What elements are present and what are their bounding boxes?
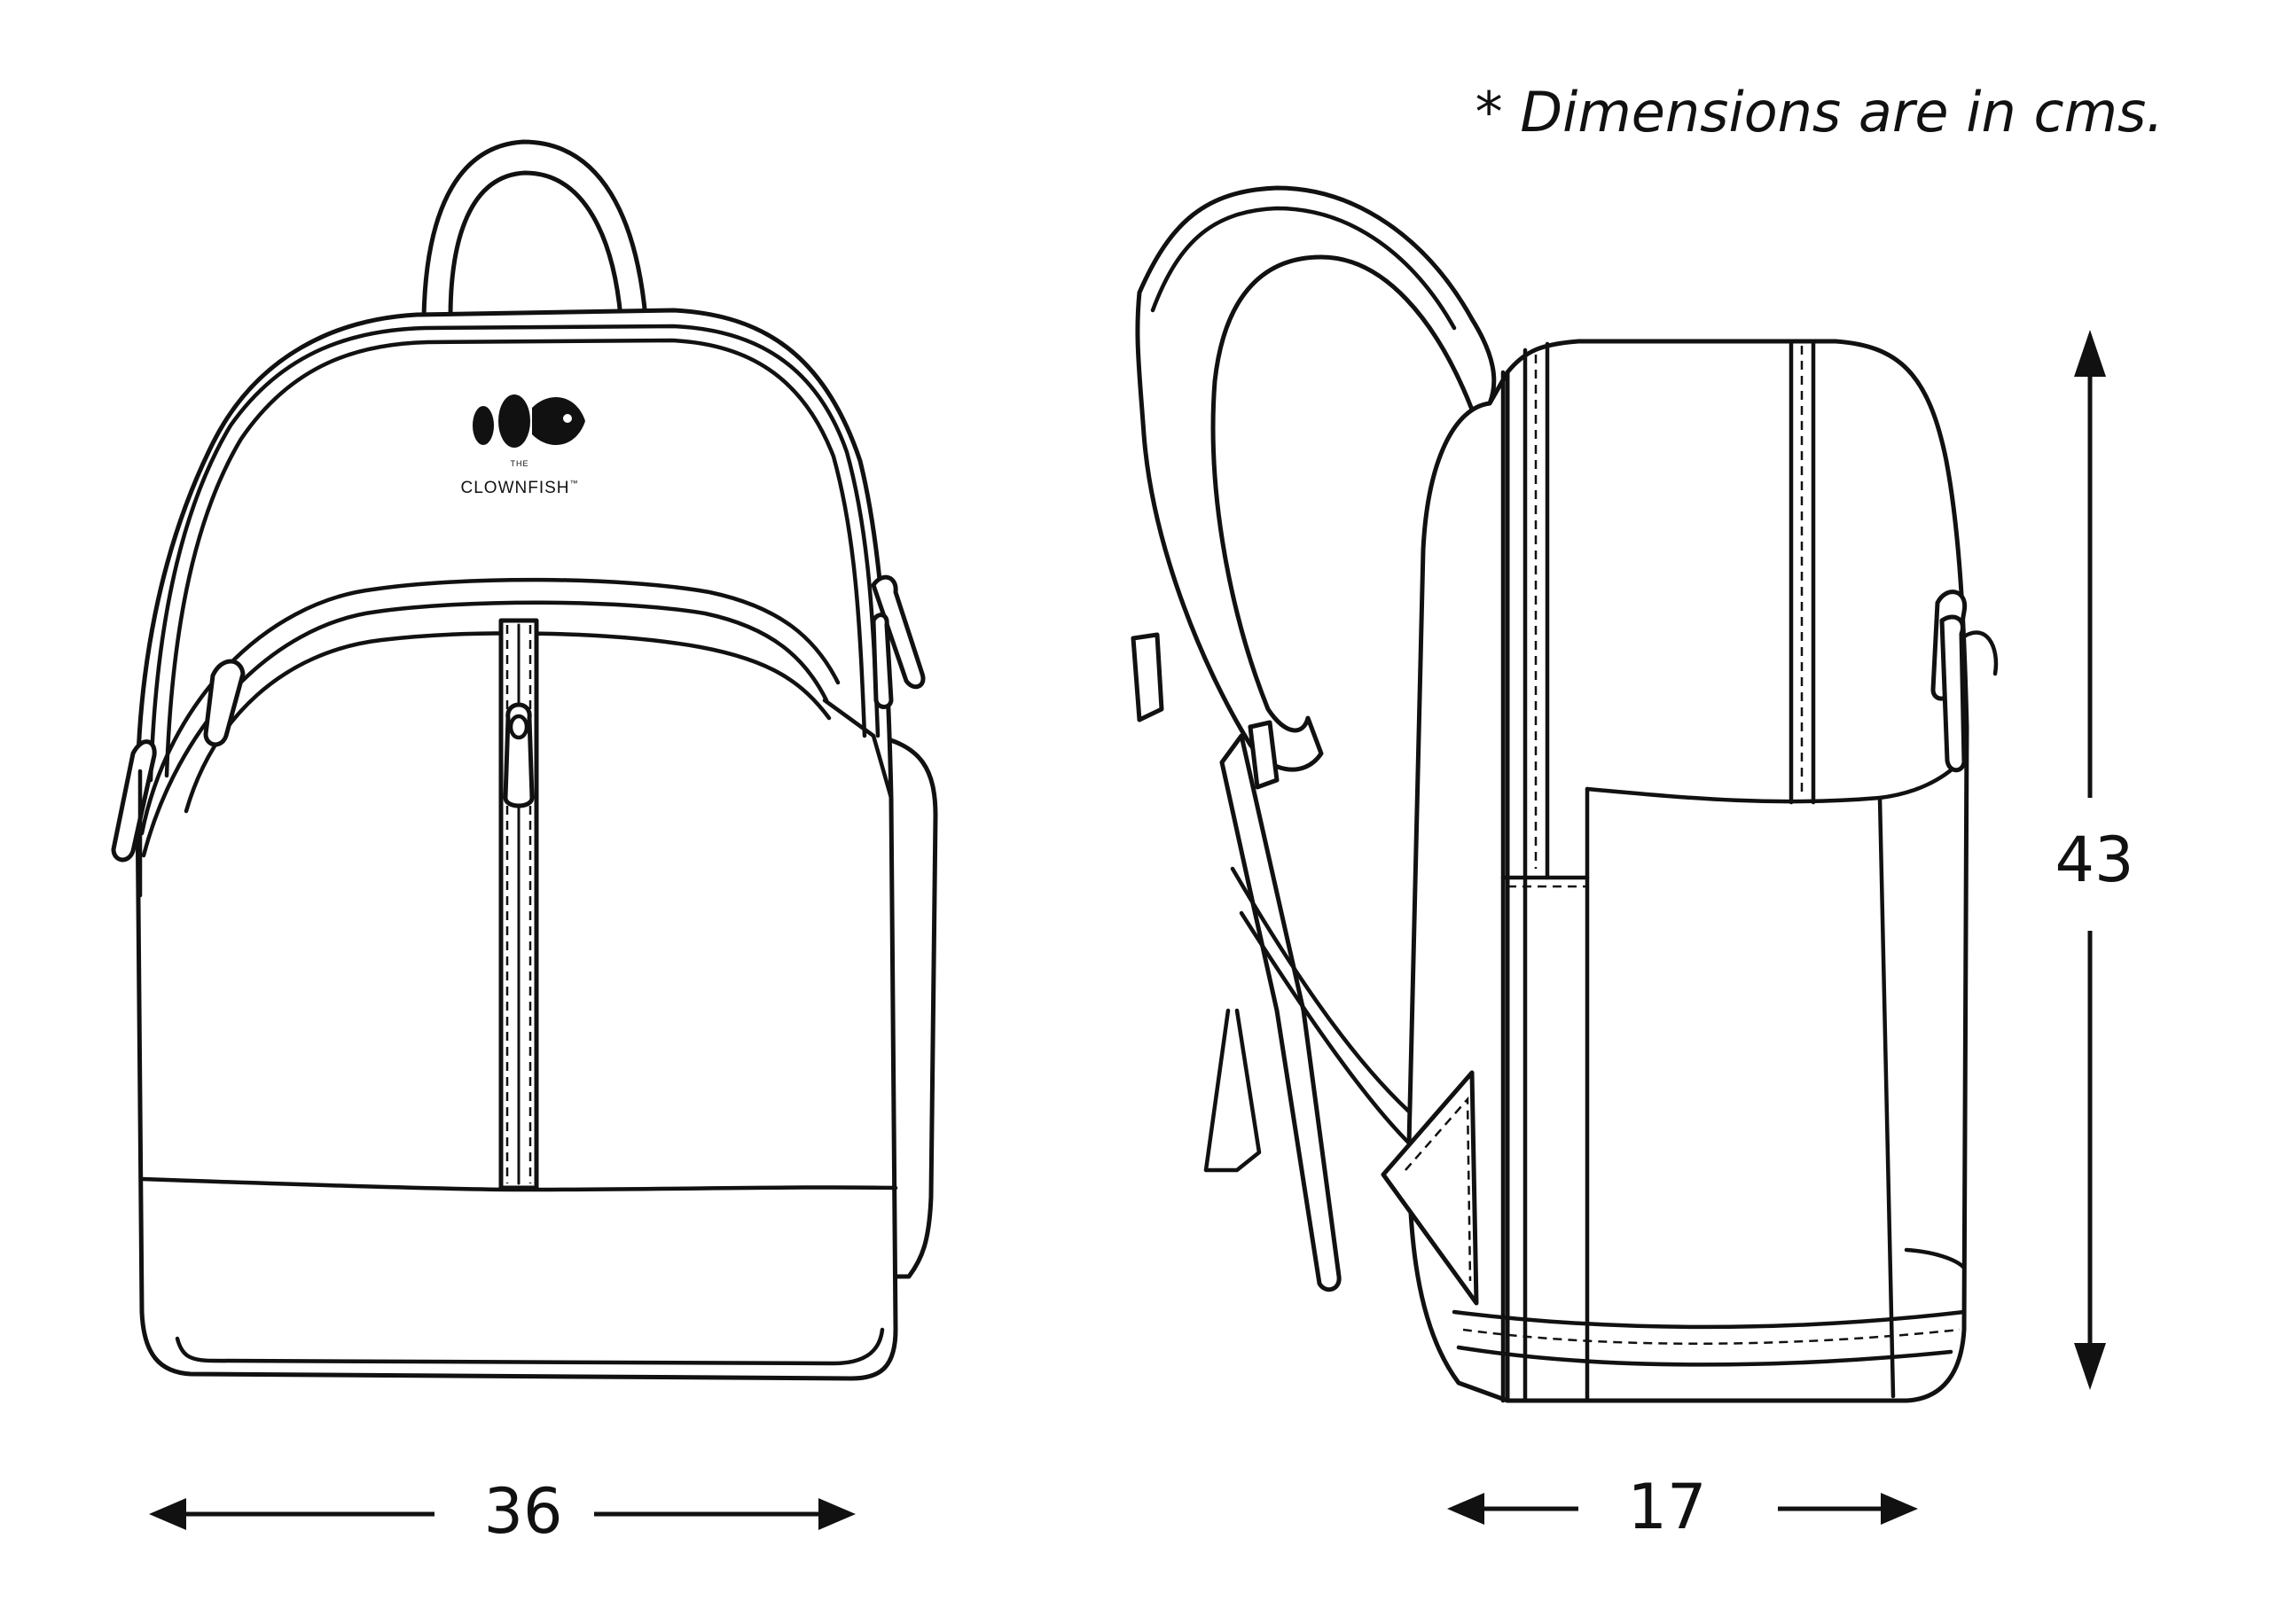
logo-brand: CLOWNFISH: [460, 479, 570, 497]
logo-wordmark: THE CLOWNFISH™: [431, 459, 608, 498]
side-body: [1505, 339, 1969, 1403]
width-arrow: [149, 1498, 856, 1530]
clownfish-logo: [473, 394, 585, 448]
left-zipper-pull-lower: [111, 739, 157, 863]
width-label: 36: [483, 1475, 563, 1548]
side-view: [1131, 185, 1999, 1403]
side-upper-panel: [1585, 760, 1962, 804]
strap-buckle-lower: [1248, 720, 1280, 790]
right-zipper-pull-lower: [871, 613, 894, 709]
top-handle: [421, 139, 648, 320]
side-bottom-band: [1452, 1309, 1967, 1330]
height-label: 43: [2055, 824, 2134, 896]
center-zipper-pull: [503, 702, 535, 808]
front-view: [111, 139, 938, 1381]
right-zipper-pull-upper: [871, 574, 926, 690]
depth-label: 17: [1627, 1471, 1707, 1543]
depth-arrow: [1447, 1493, 1918, 1525]
front-bottom-panel: [139, 1176, 898, 1192]
height-arrow: [2074, 330, 2106, 1390]
shoulder-strap: [1135, 185, 1497, 772]
strap-webbing: [1219, 733, 1342, 1292]
left-zipper-pull-upper: [203, 659, 246, 747]
logo-trademark: ™: [569, 479, 579, 488]
strap-buckle-upper: [1131, 632, 1164, 722]
dimensions-note: * Dimensions are in cms.: [1475, 80, 2164, 144]
side-zipper-pull-lower: [1939, 614, 1967, 773]
logo-prefix: THE: [510, 459, 529, 468]
main-zipper-band: [148, 324, 881, 783]
side-corner-panel: [1381, 1070, 1479, 1306]
